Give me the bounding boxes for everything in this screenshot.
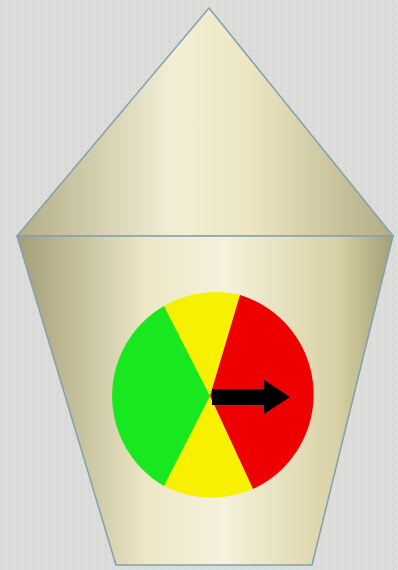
risk-meter-diagram xyxy=(0,0,398,570)
